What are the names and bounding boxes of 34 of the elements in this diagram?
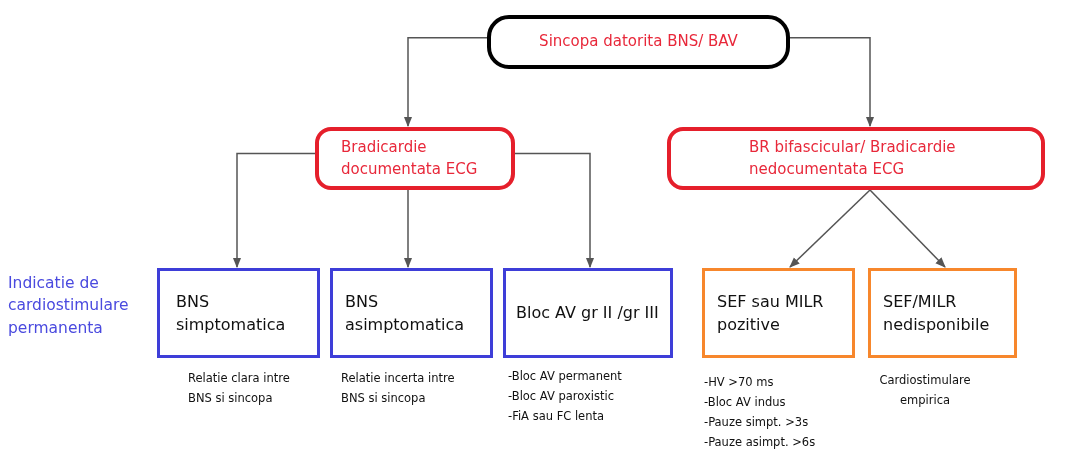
node-label: Sincopa datorita BNS/ BAV	[539, 31, 738, 53]
category-box	[315, 127, 515, 190]
indication-box	[503, 268, 673, 358]
arrow	[403, 189, 413, 269]
note-text: -Bloc AV permanent	[508, 368, 622, 385]
arrow	[789, 189, 871, 268]
arrow	[514, 152, 595, 269]
note-text: Relatie clara intre BNS si sincopa	[188, 370, 291, 407]
node-label: BR bifascicular/ Bradicardie nedocumentata ECG	[749, 136, 957, 180]
node-label: Bradicardie documentata ECG	[341, 136, 479, 180]
note-text: -Bloc AV paroxistic	[508, 388, 614, 405]
category-box	[667, 127, 1045, 190]
indication-box	[702, 268, 855, 358]
note-text: -Pauze simpt. >3s	[704, 414, 809, 431]
indication-box	[868, 268, 1017, 358]
start-box	[487, 15, 790, 69]
arrow	[789, 36, 875, 128]
note-text: -Pauze asimpt. >6s	[704, 434, 816, 451]
arrow	[403, 36, 488, 128]
node-label: BNS asimptomatica	[345, 290, 466, 336]
indication-box	[330, 268, 493, 358]
note-text: -FiA sau FC lenta	[508, 408, 605, 425]
note-text: -Bloc AV indus	[704, 394, 786, 411]
node-label: SEF/MILR nedisponibile	[883, 290, 991, 336]
arrow	[869, 189, 946, 268]
side-label: Indicatie de cardiostimulare permanenta	[8, 273, 130, 339]
note-text: Cardiostimulare empirica	[878, 372, 972, 409]
note-text: -HV >70 ms	[704, 374, 774, 391]
indication-box	[157, 268, 320, 358]
node-label: SEF sau MILR pozitive	[717, 290, 825, 336]
node-label: Bloc AV gr II /gr III	[516, 302, 659, 325]
node-label: BNS simptomatica	[176, 290, 287, 336]
note-text: Relatie incerta intre BNS si sincopa	[341, 370, 456, 407]
arrow	[232, 152, 316, 269]
